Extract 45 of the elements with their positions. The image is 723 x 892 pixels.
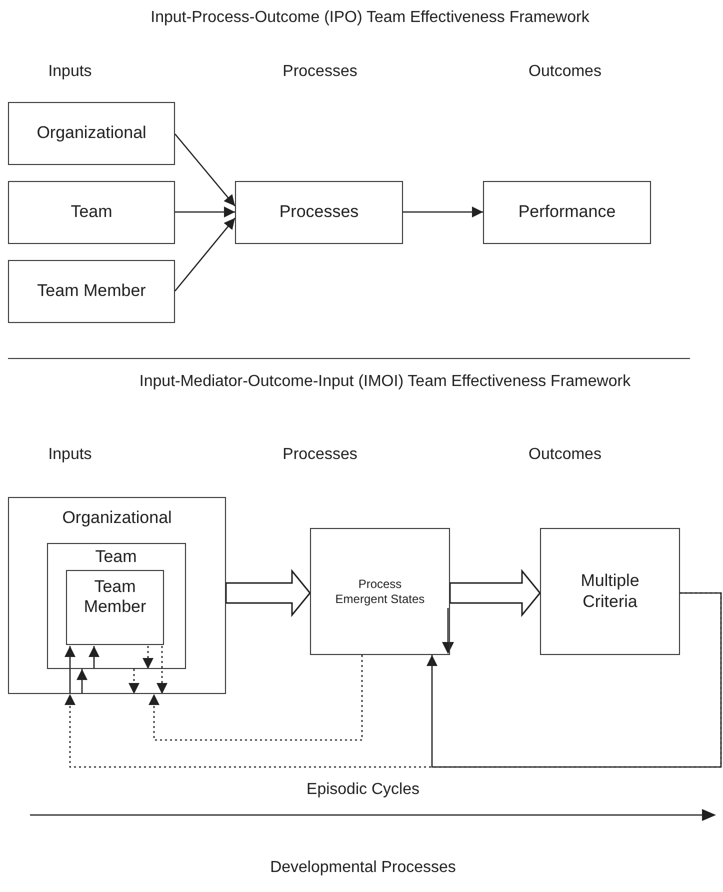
box — [8, 497, 226, 694]
box-label: Process Emergent States — [334, 577, 426, 606]
box-label: Organizational — [62, 508, 172, 528]
text-label: Episodic Cycles — [306, 780, 420, 800]
text-label: Processes — [282, 62, 358, 82]
box — [66, 570, 164, 645]
box-label: Performance — [518, 202, 616, 223]
box — [235, 181, 403, 244]
box-label: Team — [70, 202, 112, 223]
text-label: Input-Process-Outcome (IPO) Team Effectiveness Framework — [150, 8, 590, 28]
arrow — [403, 206, 483, 218]
text-label: Developmental Processes — [270, 858, 456, 878]
box — [8, 181, 175, 244]
text-label: Outcomes — [528, 62, 602, 82]
text-label: Inputs — [48, 62, 92, 82]
arrow — [76, 669, 88, 694]
block-arrow — [225, 568, 311, 618]
box — [46, 542, 186, 668]
arrow — [426, 592, 722, 768]
box-label: Team — [95, 546, 137, 567]
box — [8, 260, 175, 323]
arrow — [174, 134, 236, 206]
box — [310, 528, 450, 655]
box — [483, 181, 651, 244]
box-label: Organizational — [36, 123, 146, 144]
box — [8, 102, 175, 165]
text-label: Outcomes — [528, 445, 602, 464]
text-label: Input-Mediator-Outcome-Input (IMOI) Team Effectiveness Framework — [139, 372, 631, 392]
box-label: Processes — [279, 202, 359, 223]
arrow — [175, 206, 235, 218]
arrow — [88, 646, 100, 669]
box-label: Multiple Criteria — [580, 571, 640, 612]
arrow — [174, 218, 236, 292]
dashed-arrow — [64, 592, 722, 768]
box-label: Team Member — [82, 577, 148, 618]
block-arrow — [449, 568, 541, 618]
text-label: Processes — [282, 445, 358, 464]
box — [540, 528, 680, 655]
text-label: Inputs — [48, 445, 92, 464]
dashed-arrow — [156, 646, 168, 694]
dashed-arrow — [148, 655, 363, 741]
box-label: Team Member — [37, 281, 146, 302]
dashed-arrow — [142, 646, 154, 669]
dashed-arrow — [128, 669, 140, 694]
arrow — [64, 646, 76, 694]
